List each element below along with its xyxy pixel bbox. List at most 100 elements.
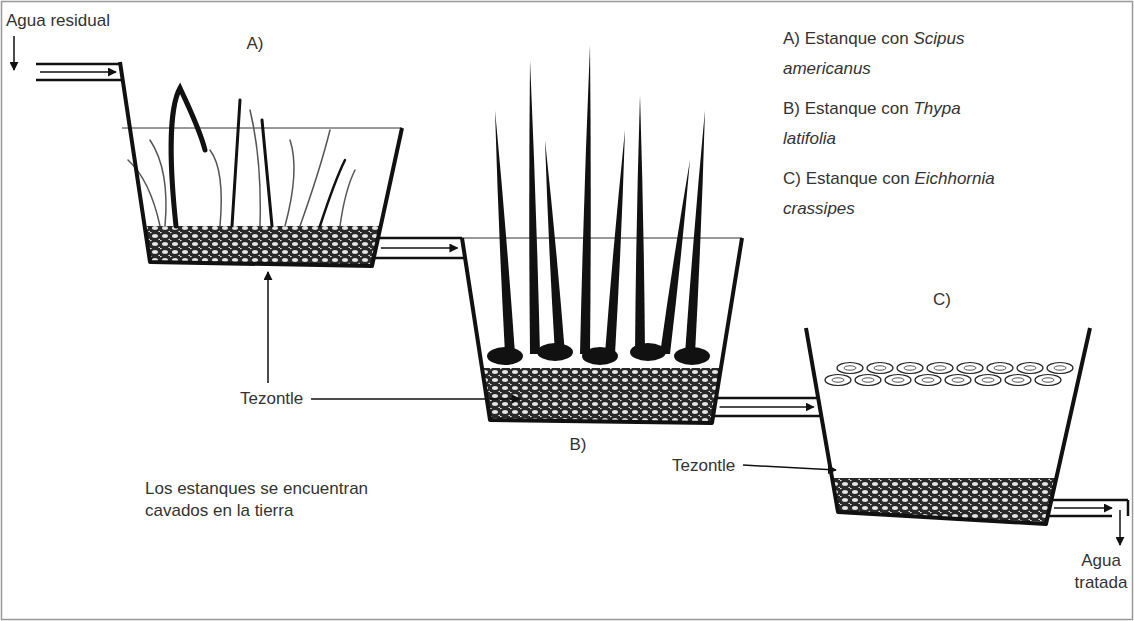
outflow-arrow (1119, 510, 1121, 545)
pipe-wall (1051, 499, 1128, 502)
pond: C) (804, 326, 1092, 526)
leaf (150, 140, 166, 226)
pipe-wall (374, 257, 465, 260)
rosette (987, 363, 1013, 374)
flow-label: Agua residual (6, 10, 126, 32)
leaf (262, 120, 272, 226)
rosette (904, 366, 916, 370)
rosette (945, 375, 971, 386)
pipe-wall (36, 63, 120, 66)
rosette (922, 378, 934, 382)
material-label: Tezontle (672, 455, 752, 477)
pipe-wall (713, 415, 821, 418)
pipe-wall (1047, 515, 1112, 518)
leaf (210, 150, 221, 226)
rosette (957, 363, 983, 374)
inflow-arrow (13, 36, 15, 70)
leaf (250, 110, 260, 226)
leader-arrow (743, 465, 836, 470)
rosette (892, 378, 904, 382)
pond-wall (120, 62, 402, 266)
rosette (1012, 378, 1024, 382)
pond-outline (118, 60, 404, 268)
pipe-wall (378, 237, 462, 240)
leaf (171, 88, 205, 226)
rosette (1035, 375, 1061, 386)
rosette (927, 363, 953, 374)
rosette (1017, 363, 1043, 374)
root-mound (674, 347, 710, 365)
rosette (915, 375, 941, 386)
leaf (340, 170, 355, 226)
rosette (994, 366, 1006, 370)
note-text: Los estanques se encuentran cavados en l… (145, 478, 385, 522)
pipe-connector (713, 398, 821, 416)
pond-legend-text: C) Estanque con (783, 169, 910, 188)
leaf (635, 95, 645, 354)
rosette (952, 378, 964, 382)
rosette (1005, 375, 1031, 386)
leaf (545, 140, 565, 354)
rosette (855, 375, 881, 386)
rosette (844, 366, 856, 370)
rosette (964, 366, 976, 370)
leaf (285, 140, 294, 226)
tezontle-bed (145, 226, 380, 265)
rosette (1054, 366, 1066, 370)
pipe-wall (716, 397, 818, 400)
rosette (825, 375, 851, 386)
rosette (862, 378, 874, 382)
flow-label: Agua tratada (1072, 550, 1130, 594)
pipe-connector (374, 238, 465, 258)
leaf (232, 100, 240, 226)
root-mound (537, 343, 573, 361)
leaf (660, 160, 690, 354)
pond-outline (804, 326, 1092, 526)
rosette (975, 375, 1001, 386)
rosette (1024, 366, 1036, 370)
flow-arrow (1054, 507, 1112, 509)
rosette (874, 366, 886, 370)
leaf (495, 110, 515, 354)
pond-legend-text: A) Estanque con (783, 29, 909, 48)
pond-outline (460, 236, 744, 424)
rosette (982, 378, 994, 382)
rosette (1047, 363, 1073, 374)
pipe-wall (1127, 500, 1130, 516)
rosette (897, 363, 923, 374)
pond-legend-text: B) Estanque con (783, 99, 909, 118)
outflow-pipe (1047, 500, 1128, 545)
water-hyacinth (825, 363, 1073, 386)
rosette (837, 363, 863, 374)
pond: B) (460, 236, 744, 424)
pond-letter: A) (247, 34, 264, 54)
leaf (529, 60, 540, 354)
inflow-pipe (14, 36, 123, 80)
pond-letter: B) (570, 435, 587, 455)
pond-wall (462, 238, 742, 423)
pond-wall (806, 328, 1090, 524)
leaf (605, 130, 625, 354)
pond-letter: C) (933, 290, 951, 310)
typha-plants (487, 45, 710, 365)
rosette (867, 363, 893, 374)
rosette (1042, 378, 1054, 382)
tezontle-bed (482, 368, 721, 422)
root-mound (582, 347, 618, 365)
material-label: Tezontle (240, 388, 320, 410)
leader-arrows (268, 272, 836, 470)
root-mound (630, 343, 666, 361)
pipe-wall (36, 79, 123, 82)
rosette (832, 378, 844, 382)
leaf (685, 110, 705, 354)
scirpus-plants (128, 88, 355, 226)
root-mound (487, 347, 523, 365)
rosette (885, 375, 911, 386)
flow-arrow (720, 406, 814, 408)
pond: A) (118, 60, 404, 268)
leader-arrow (267, 272, 269, 383)
